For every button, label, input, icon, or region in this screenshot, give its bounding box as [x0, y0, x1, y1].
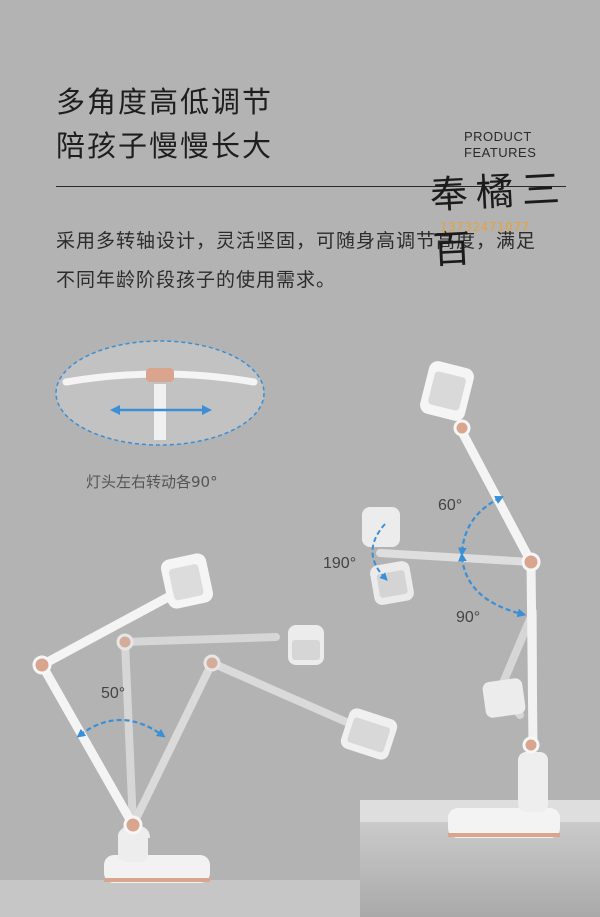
upper-arm-angle-label: 60°: [438, 497, 463, 514]
lower-arm-angle-label: 90°: [456, 609, 481, 626]
title-line-1: 多角度高低调节: [56, 85, 274, 119]
lower-arm-angle-arrow: [458, 552, 527, 618]
left-lamp: [32, 553, 398, 883]
head-rotation-detail: [55, 340, 265, 446]
tag-line-1: PRODUCT: [464, 129, 532, 144]
divider-line: [56, 186, 566, 187]
feature-description: 采用多转轴设计，灵活坚固，可随身高调节高度，满足不同年龄阶段孩子的使用需求。: [56, 230, 537, 291]
left-arm-angle-label: 50°: [101, 685, 126, 702]
head-rotation-caption: 灯头左右转动各90°: [86, 473, 218, 491]
rose-gold-joint: [146, 368, 174, 382]
head-rotate-angle-label: 190°: [323, 555, 357, 572]
title-line-2: 陪孩子慢慢长大: [56, 129, 274, 163]
tag-line-2: FEATURES: [464, 145, 537, 160]
left-arm-angle-arrow: [76, 718, 166, 738]
product-features-tag: PRODUCT FEATURES: [464, 129, 536, 161]
lamp-neck: [154, 384, 166, 440]
feature-title: 多角度高低调节 陪孩子慢慢长大: [56, 80, 273, 168]
right-lamp: [362, 361, 560, 838]
right-lamp-base: [448, 808, 560, 838]
upper-arm-angle-arrow: [457, 495, 504, 557]
watermark-phone: 13732471077: [440, 220, 530, 234]
